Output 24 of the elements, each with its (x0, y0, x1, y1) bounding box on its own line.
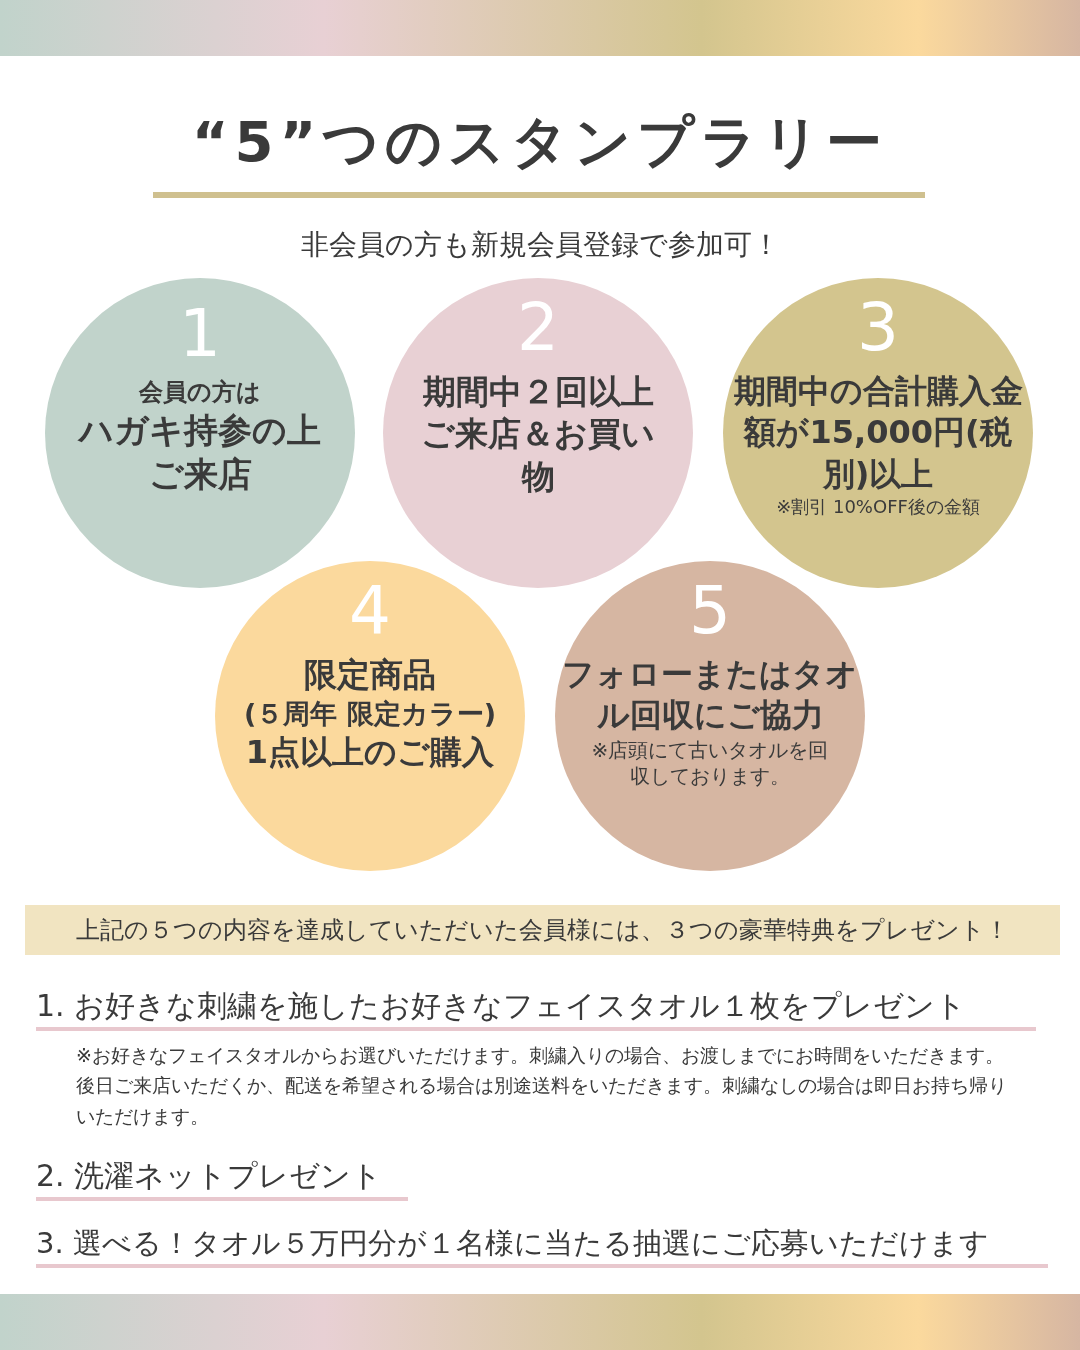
stamp-text: フォローまたはタオル回収にご協力 (561, 653, 859, 737)
stamp-text: 限定商品 (304, 653, 436, 696)
note-text: ※店頭にて古いタオルを回収しております。 (590, 736, 830, 789)
banner (25, 905, 1060, 955)
note-text: ※お好きなフェイスタオルからお選びいただけます。刺繍入りの場合、お渡しまでにお時間をいただきます。後日ご来店いただくか、配送を希望される場合は別途送料をいただきます。刺繍なしの場合は即日お持ち帰りいただけます。 (76, 1043, 1008, 1129)
stamp-number: 5 (689, 575, 731, 648)
stamp-text: 1点以上のご購入 (245, 731, 495, 773)
stamp-text: ハガキ持参の上ご来店 (76, 408, 322, 496)
stamp-number: 4 (349, 575, 391, 648)
note-text: ※割引 10%OFF後の金額 (776, 495, 980, 519)
stamp-text: 期間中の合計購入金額が15,000円(税別)以上 (733, 370, 1023, 495)
subtitle: 非会員の方も新規会員登録で参加可！ (299, 227, 781, 263)
stamp-number: 3 (857, 292, 899, 365)
banner-text: 上記の５つの内容を達成していただいた会員様には、３つの豪華特典をプレゼント！ (76, 915, 1009, 946)
stamp-text: 会員の方は (139, 376, 261, 408)
stamp-text: 期間中２回以上ご来店＆お買い物 (420, 370, 656, 499)
title: “5”つのスタンプラリー (190, 108, 890, 176)
stamp-text: (５周年 限定カラー) (243, 697, 497, 732)
benefit-item: 3. 選べる！タオル５万円分が１名様に当たる抽選にご応募いただけます (36, 1223, 1048, 1268)
gradient-bar (0, 1294, 1080, 1350)
benefit-item: 1. お好きな刺繍を施したお好きなフェイスタオル１枚をプレゼント (36, 985, 1036, 1031)
stamp-number: 1 (179, 298, 221, 371)
gradient-bar (0, 0, 1080, 56)
benefit-item: 2. 洗濯ネットプレゼント (36, 1155, 408, 1201)
